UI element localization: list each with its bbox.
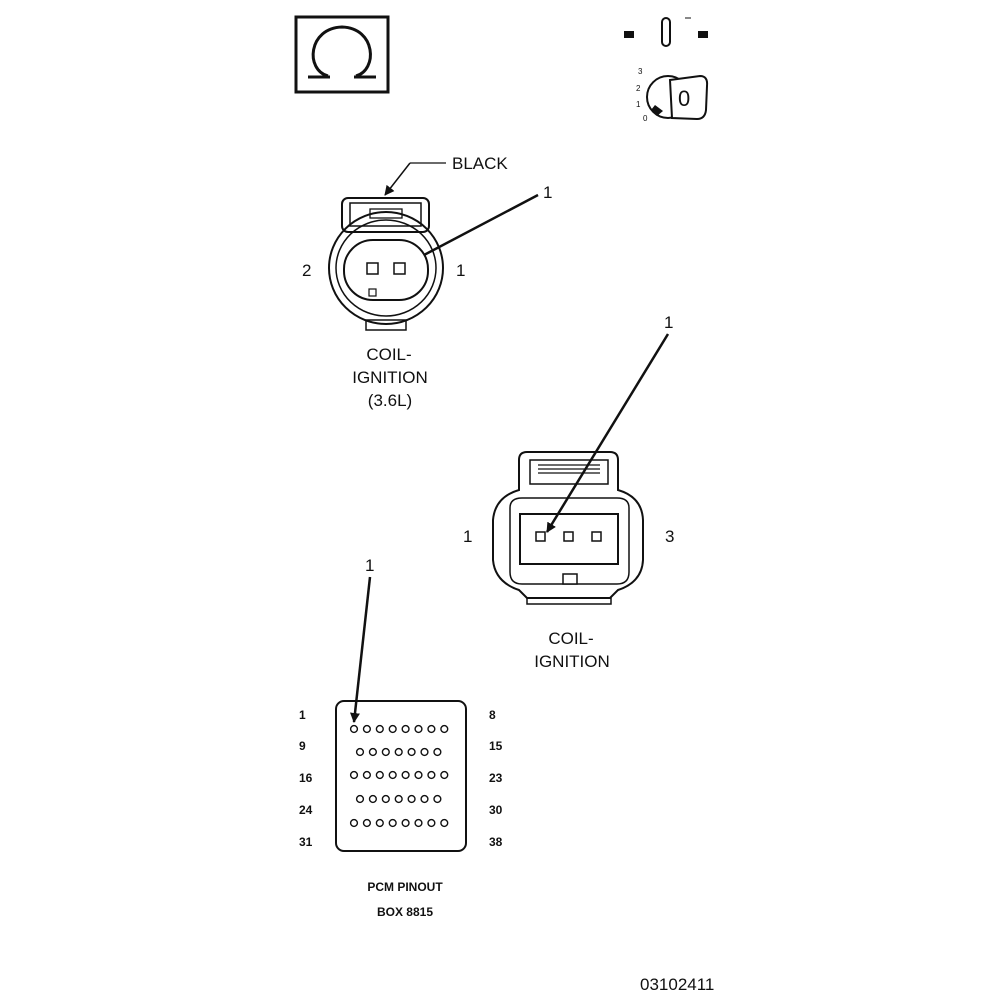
callout-pin-number: 1 xyxy=(543,183,552,202)
pcm-pin xyxy=(381,794,390,804)
row-label-left: 1 xyxy=(299,708,306,722)
row-label-right: 38 xyxy=(489,835,503,849)
pcm-pin xyxy=(368,794,378,804)
connector-caption-line2: IGNITION xyxy=(352,368,428,387)
pin-label-right: 3 xyxy=(665,527,674,546)
pcm-pin xyxy=(355,794,365,804)
pcm-pin xyxy=(433,747,442,757)
row-label-right: 15 xyxy=(489,739,503,753)
row-label-right: 23 xyxy=(489,771,503,785)
pcm-pin xyxy=(440,724,449,734)
pcm-pin xyxy=(427,770,436,780)
pin-label-left: 1 xyxy=(463,527,472,546)
pcm-pin xyxy=(349,770,359,780)
pcm-pin xyxy=(407,747,416,757)
ignition-key-label: 0 xyxy=(678,86,690,111)
pcm-pin xyxy=(388,724,397,734)
pcm-pin xyxy=(394,794,403,804)
connector-caption-line3: (3.6L) xyxy=(368,391,412,410)
ignition-key-icon: 0 3 2 1 0 xyxy=(624,17,709,123)
pcm-pin-grid xyxy=(349,724,449,828)
pcm-pin xyxy=(414,724,423,734)
row-label-left: 16 xyxy=(299,771,313,785)
pcm-pin xyxy=(427,724,436,734)
ohmmeter-icon xyxy=(294,15,390,94)
key-position-1: 1 xyxy=(636,100,641,109)
pcm-pin xyxy=(381,747,390,757)
coil-connector-3-6l: BLACK 1 2 1 COIL- IGNITION (3.6L) xyxy=(302,154,552,410)
pcm-pin xyxy=(362,818,372,828)
pin-label-left: 2 xyxy=(302,261,311,280)
pcm-pin xyxy=(388,818,397,828)
row-label-right: 8 xyxy=(489,708,496,722)
pcm-pin xyxy=(414,770,423,780)
pcm-pin xyxy=(414,818,423,828)
key-position-0: 0 xyxy=(643,114,648,123)
pcm-pin xyxy=(420,794,429,804)
pcm-pin xyxy=(388,770,397,780)
pcm-pin xyxy=(433,794,442,804)
key-position-2: 2 xyxy=(636,84,641,93)
pcm-pin xyxy=(362,724,372,734)
pcm-pin xyxy=(362,770,372,780)
pcm-pin xyxy=(368,747,378,757)
pcm-caption-line2: BOX 8815 xyxy=(377,905,433,919)
pcm-pin xyxy=(375,724,384,734)
connector-caption-line1: COIL- xyxy=(548,629,593,648)
pcm-pin xyxy=(420,747,429,757)
pcm-caption-line1: PCM PINOUT xyxy=(367,880,443,894)
row-label-right: 30 xyxy=(489,803,503,817)
row-label-left: 24 xyxy=(299,803,313,817)
row-label-left: 9 xyxy=(299,739,306,753)
pcm-pin xyxy=(440,770,449,780)
connector-color-label: BLACK xyxy=(452,154,508,173)
pcm-pin xyxy=(375,770,384,780)
coil-connector: 1 1 3 COIL- IGNITION xyxy=(463,313,674,671)
pcm-pin xyxy=(349,724,359,734)
callout-pin-number: 1 xyxy=(664,313,673,332)
pcm-pin xyxy=(440,818,449,828)
pcm-pin xyxy=(349,818,359,828)
pcm-pin xyxy=(401,818,410,828)
connector-caption-line2: IGNITION xyxy=(534,652,610,671)
callout-pin-number: 1 xyxy=(365,556,374,575)
pin-label-right: 1 xyxy=(456,261,465,280)
pcm-pin xyxy=(427,818,436,828)
pcm-pin xyxy=(401,770,410,780)
pcm-pin xyxy=(407,794,416,804)
row-label-left: 31 xyxy=(299,835,313,849)
pcm-pin xyxy=(394,747,403,757)
pcm-pin xyxy=(375,818,384,828)
pcm-pin xyxy=(355,747,365,757)
key-position-3: 3 xyxy=(638,67,643,76)
pcm-pinout-connector: 1 1 9 16 24 31 8 15 23 30 38 PCM PINOUT … xyxy=(299,556,503,919)
pcm-pin xyxy=(401,724,410,734)
connector-caption-line1: COIL- xyxy=(366,345,411,364)
figure-id: 03102411 xyxy=(640,975,714,994)
